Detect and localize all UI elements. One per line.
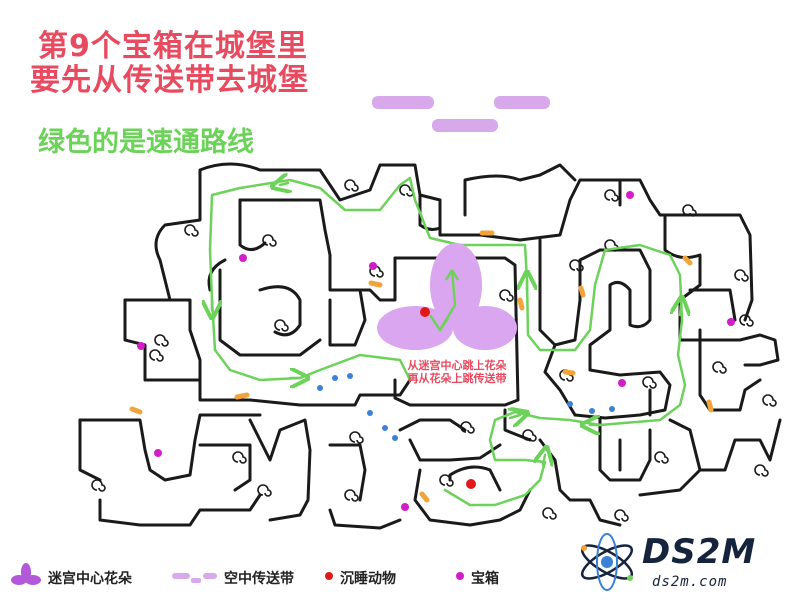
swirl [257, 484, 272, 497]
logo-site: ds2m.com [652, 574, 728, 590]
swirl [154, 334, 169, 347]
swirl [604, 189, 619, 202]
legend-label-flower: 迷宫中心花朵 [48, 571, 132, 587]
swirl [184, 224, 199, 237]
legend-item-flower: 迷宫中心花朵 [48, 568, 132, 588]
legend-label-treasure: 宝箱 [471, 571, 499, 587]
ds2m-logo: DS2M ds2m.com [572, 528, 792, 596]
swirl [682, 204, 697, 217]
conveyor-segment [372, 96, 434, 109]
swirl [712, 361, 727, 374]
swirl [614, 509, 629, 522]
treasure-chest [401, 503, 409, 511]
legend: 迷宫中心花朵 空中传送带 沉睡动物 宝箱 [0, 560, 800, 600]
swirl [349, 431, 364, 444]
swirl [542, 507, 557, 520]
legend-item-sleeping-animal: 沉睡动物 [340, 568, 396, 588]
swirl [642, 376, 657, 389]
flower-petal [377, 306, 453, 350]
treasure-chest [727, 318, 735, 326]
swirl [91, 479, 106, 492]
legend-icons [11, 563, 464, 585]
treasure-chests [137, 191, 735, 511]
swirl [344, 489, 359, 502]
blue-dots [317, 373, 615, 441]
flower-petal [430, 243, 482, 327]
route-subtitle: 绿色的是速通路线 [38, 127, 254, 158]
swirl [522, 429, 537, 442]
swirl [344, 179, 359, 192]
center-note-line-1: 从迷宫中心跳上花朵 [407, 359, 507, 372]
swirl [569, 259, 584, 272]
sleeping-animal-icon [325, 572, 333, 580]
swirl [460, 421, 475, 434]
swirl [149, 349, 164, 362]
swirl [499, 289, 514, 302]
swirl [399, 184, 414, 197]
speed-route [210, 178, 685, 507]
sleeping-animals [420, 307, 476, 489]
swirl [369, 265, 384, 278]
flower-petal [453, 306, 517, 350]
legend-label-conveyor: 空中传送带 [224, 571, 294, 587]
center-note-line-2: 再从花朵上跳传送带 [407, 372, 507, 385]
swirl [762, 394, 777, 407]
center-note: 从迷宫中心跳上花朵 再从花朵上跳传送带 [392, 359, 522, 385]
air-conveyors [372, 96, 550, 132]
title-line-2: 要先从传送带去城堡 [30, 63, 309, 98]
swirl [604, 239, 619, 252]
treasure-chest [369, 262, 377, 270]
treasure-chest [239, 254, 247, 262]
swirl [739, 314, 754, 327]
conveyor-segment [494, 96, 550, 109]
atom-logo-icon [580, 533, 634, 591]
conveyor-icon [172, 573, 217, 583]
treasure-chest-icon [456, 572, 464, 580]
swirl [654, 451, 669, 464]
treasure-chest [618, 379, 626, 387]
swirl [439, 474, 454, 487]
legend-item-treasure: 宝箱 [471, 568, 499, 588]
treasure-chest [154, 449, 162, 457]
treasure-chest [626, 191, 634, 199]
swirl [262, 234, 277, 247]
orange-marks [129, 230, 714, 503]
maze-center-flower [377, 243, 517, 350]
swirl [274, 319, 289, 332]
legend-label-sleeping-animal: 沉睡动物 [340, 571, 396, 587]
sleeping-animal [420, 307, 430, 317]
swirl [232, 451, 247, 464]
logo-name: DS2M [642, 532, 757, 572]
conveyor-segment [432, 119, 498, 132]
sleeping-animal [466, 479, 476, 489]
swirl [734, 269, 749, 282]
dead-end-swirls [91, 179, 777, 522]
flower-icon [11, 563, 41, 585]
legend-item-conveyor: 空中传送带 [224, 568, 294, 588]
swirl [754, 464, 769, 477]
title-line-1: 第9个宝箱在城堡里 [38, 29, 308, 64]
treasure-chest [137, 342, 145, 350]
